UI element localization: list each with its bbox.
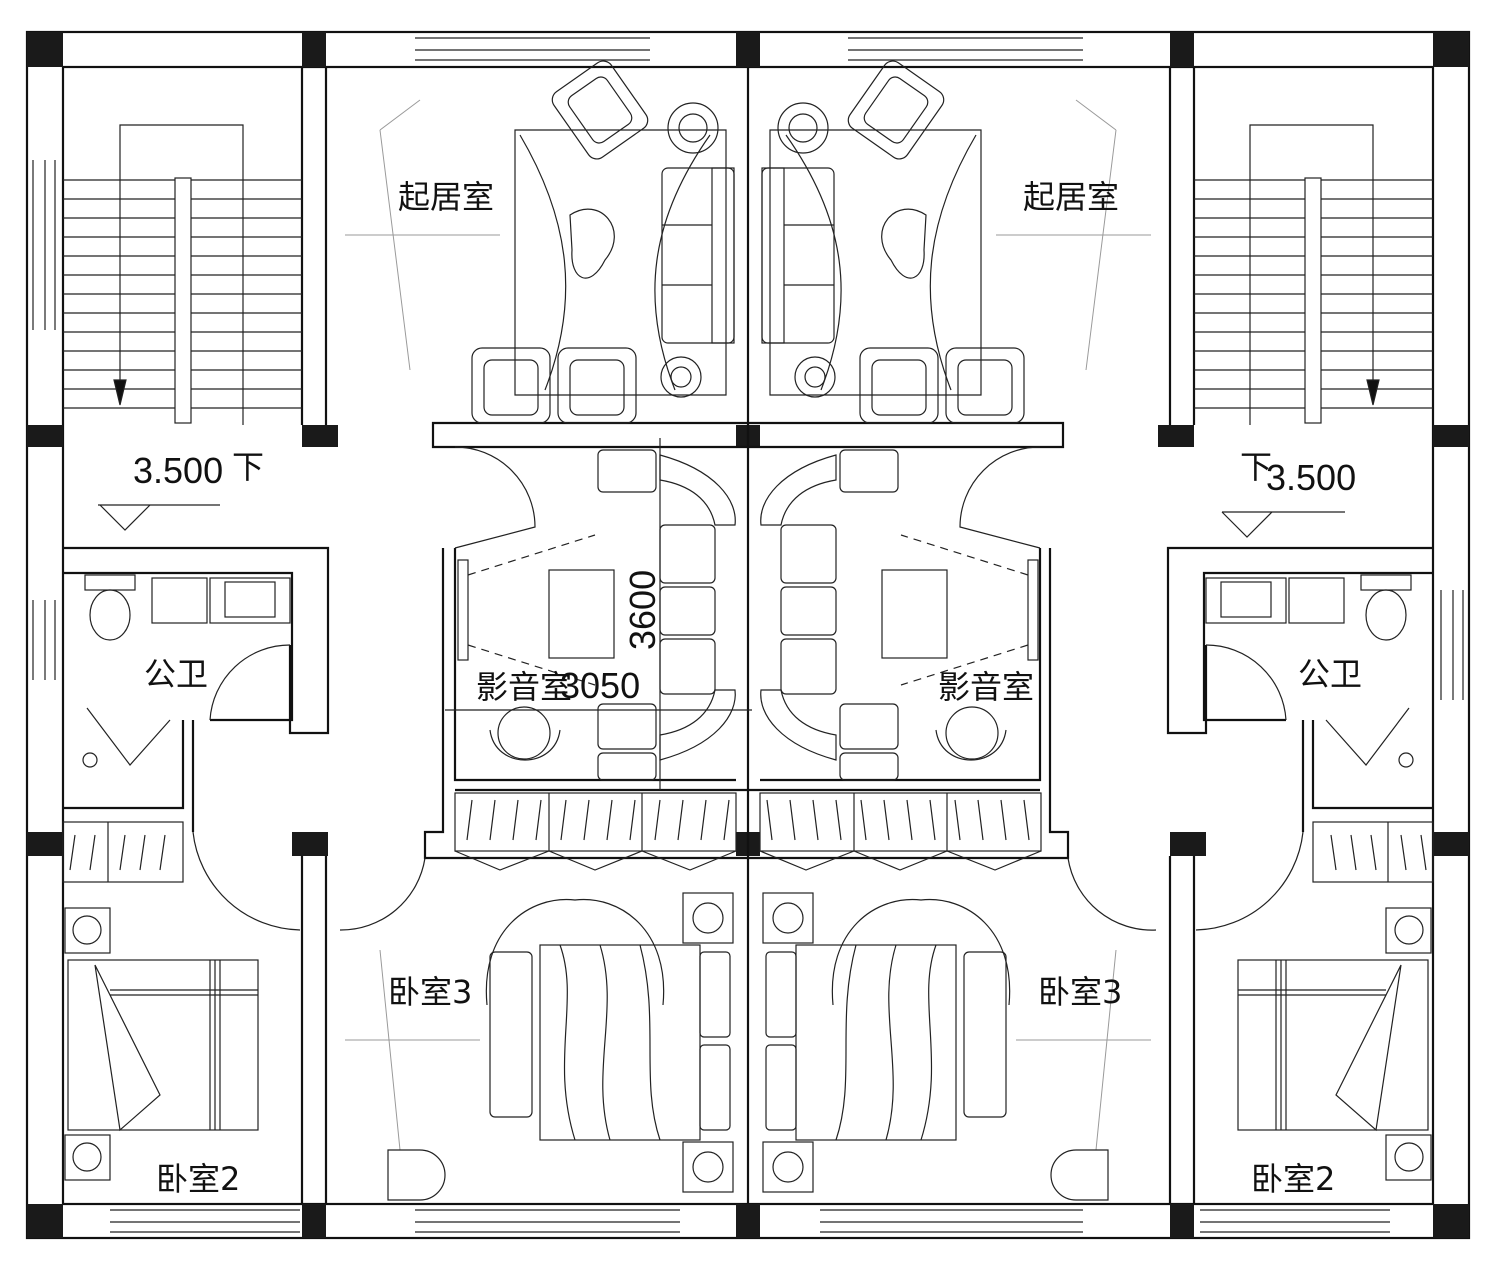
room-label-bed3-right: 卧室3 [1038,973,1122,1011]
level-markers: 3.500 下 下 3.500 [133,448,1356,498]
bed3-left-furniture [387,892,734,1201]
level-value-right: 3.500 [1266,457,1356,498]
room-label-living-left: 起居室 [398,178,494,216]
room-label-av-right: 影音室 [938,668,1034,706]
room-label-bath-left: 公卫 [144,655,208,693]
bed2-right-furniture [1237,907,1432,1181]
living-furniture-left [471,60,735,424]
room-labels: 起居室 起居室 影音室 3050 影音室 3600 公卫 公卫 卧室3 卧室3 … [144,178,1362,1198]
av-furniture-right [760,449,1039,781]
room-label-bed3-left: 卧室3 [388,973,472,1011]
level-direction-right: 下 [1240,448,1272,486]
bed3-right-furniture [762,892,1109,1201]
stair-right [1194,124,1433,538]
av-height-dimension: 3600 [622,570,663,650]
wardrobes [62,792,1434,883]
level-value-left: 3.500 [133,450,223,491]
stair-left [63,124,302,531]
guide-lines [345,99,1151,1151]
room-label-living-right: 起居室 [1023,178,1119,216]
level-direction-left: 下 [232,448,264,486]
room-label-bath-right: 公卫 [1298,655,1362,693]
room-label-bed2-left: 卧室2 [156,1160,240,1198]
bath-right-fixtures [1205,574,1414,768]
room-label-bed2-right: 卧室2 [1251,1160,1335,1198]
bath-left-fixtures [82,574,291,768]
interior-walls [63,67,1433,1204]
bed2-left-furniture [64,907,259,1181]
room-label-av-left: 影音室 [476,668,572,706]
living-furniture-right [761,60,1025,424]
av-furniture-left [445,438,752,790]
av-width-dimension: 3050 [560,665,640,706]
